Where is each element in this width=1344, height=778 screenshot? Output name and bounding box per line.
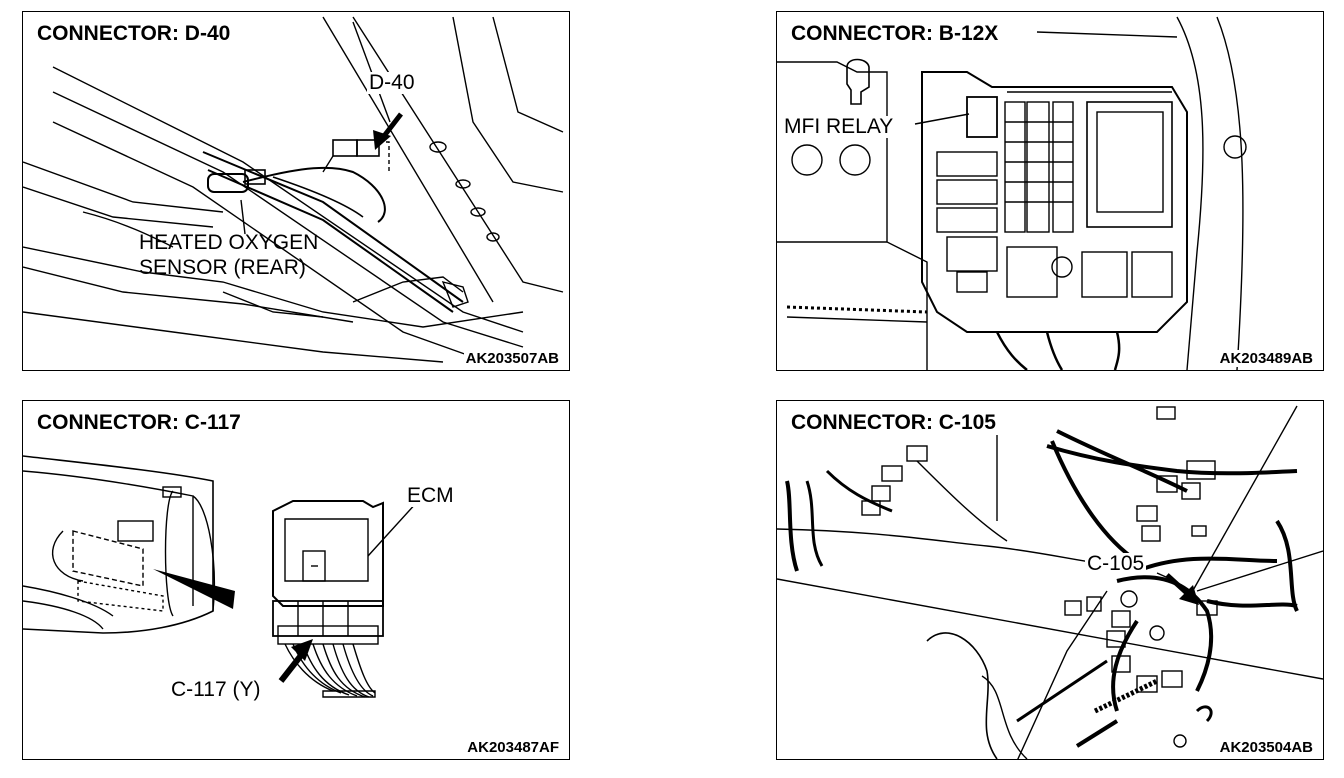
sensor-label-line1: HEATED OXYGEN <box>139 231 319 254</box>
panel-connector-d40: CONNECTOR: D-40 D-40 HEATED OXYGEN SENSO… <box>22 11 570 371</box>
panel-title: CONNECTOR: B-12X <box>789 22 1001 46</box>
figure-code: AK203487AF <box>465 739 561 756</box>
panel-title: CONNECTOR: C-105 <box>789 411 998 435</box>
panel-connector-b12x: CONNECTOR: B-12X MFI RELAY AK203489AB <box>776 11 1324 371</box>
panel-title: CONNECTOR: D-40 <box>35 22 233 46</box>
figure-code: AK203489AB <box>1217 350 1315 367</box>
panel-connector-c117: CONNECTOR: C-117 ECM C-117 (Y) AK203487A… <box>22 400 570 760</box>
connector-label: C-105 <box>1085 552 1147 576</box>
connector-label: D-40 <box>367 71 417 95</box>
panel-title: CONNECTOR: C-117 <box>35 411 243 435</box>
ecm-label: ECM <box>405 484 456 508</box>
figure-code: AK203504AB <box>1217 739 1315 756</box>
connector-label: C-117 (Y) <box>169 678 263 702</box>
panel-connector-c105: CONNECTOR: C-105 C-105 AK203504AB <box>776 400 1324 760</box>
c105-illustration <box>777 405 1323 759</box>
b12x-illustration <box>777 16 1247 370</box>
relay-label: MFI RELAY <box>782 115 896 139</box>
sensor-label-line2: SENSOR (REAR) <box>139 256 306 279</box>
c117-illustration <box>23 455 419 698</box>
figure-code: AK203507AB <box>463 350 561 367</box>
d40-illustration <box>23 16 564 363</box>
